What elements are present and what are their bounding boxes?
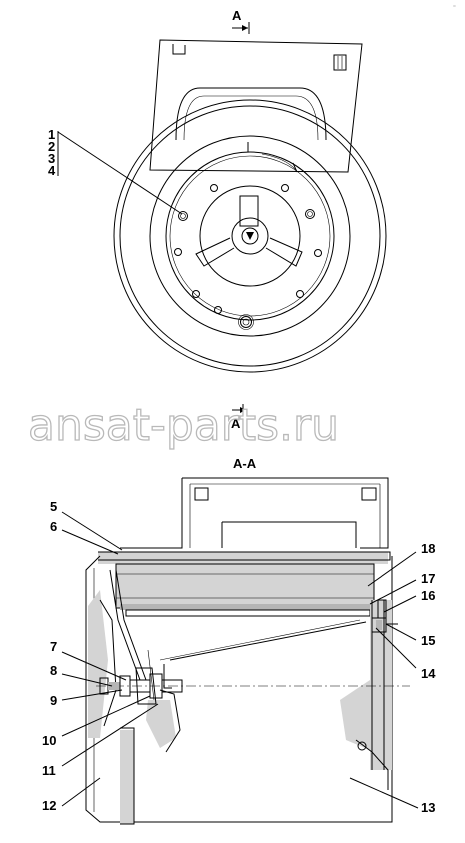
callout-1: 1 [48,127,55,142]
top-view: A [48,8,387,431]
section-title: A-A [233,456,257,471]
section-label-top: A [232,8,242,23]
callout-group-1-4: 1 2 3 4 [48,127,183,215]
watermark-text: ansat-parts.ru [28,400,339,451]
callout-3: 3 [48,151,55,166]
section-label-bottom: A [231,416,241,431]
filter-element [98,551,391,617]
cover-body [85,555,393,825]
callout-13: 13 [421,800,435,815]
callout-11: 11 [42,763,56,778]
callout-6: 6 [50,519,57,534]
callouts-left: 5 6 7 8 9 10 11 12 [42,499,159,813]
cover-disc-top [113,99,387,373]
right-fittings [371,599,398,633]
callout-16: 16 [421,588,435,603]
section-cut-top: A [232,8,250,34]
callout-14: 14 [421,666,436,681]
housing-section [120,477,389,549]
callout-5: 5 [50,499,57,514]
callout-8: 8 [50,663,57,678]
callout-7: 7 [50,639,57,654]
callout-2: 2 [48,139,55,154]
callout-9: 9 [50,693,57,708]
section-cut-bottom: A [231,404,246,431]
callout-18: 18 [421,541,435,556]
inner-cone [109,569,367,753]
callout-10: 10 [42,733,56,748]
section-view: A-A [42,456,436,825]
callout-4: 4 [48,163,56,178]
callout-17: 17 [421,571,435,586]
center-bolt [96,667,410,705]
callouts-right: 18 17 16 15 14 13 [349,541,436,815]
corner-mark: = [453,4,456,10]
callout-12: 12 [42,798,56,813]
callout-15: 15 [421,633,435,648]
